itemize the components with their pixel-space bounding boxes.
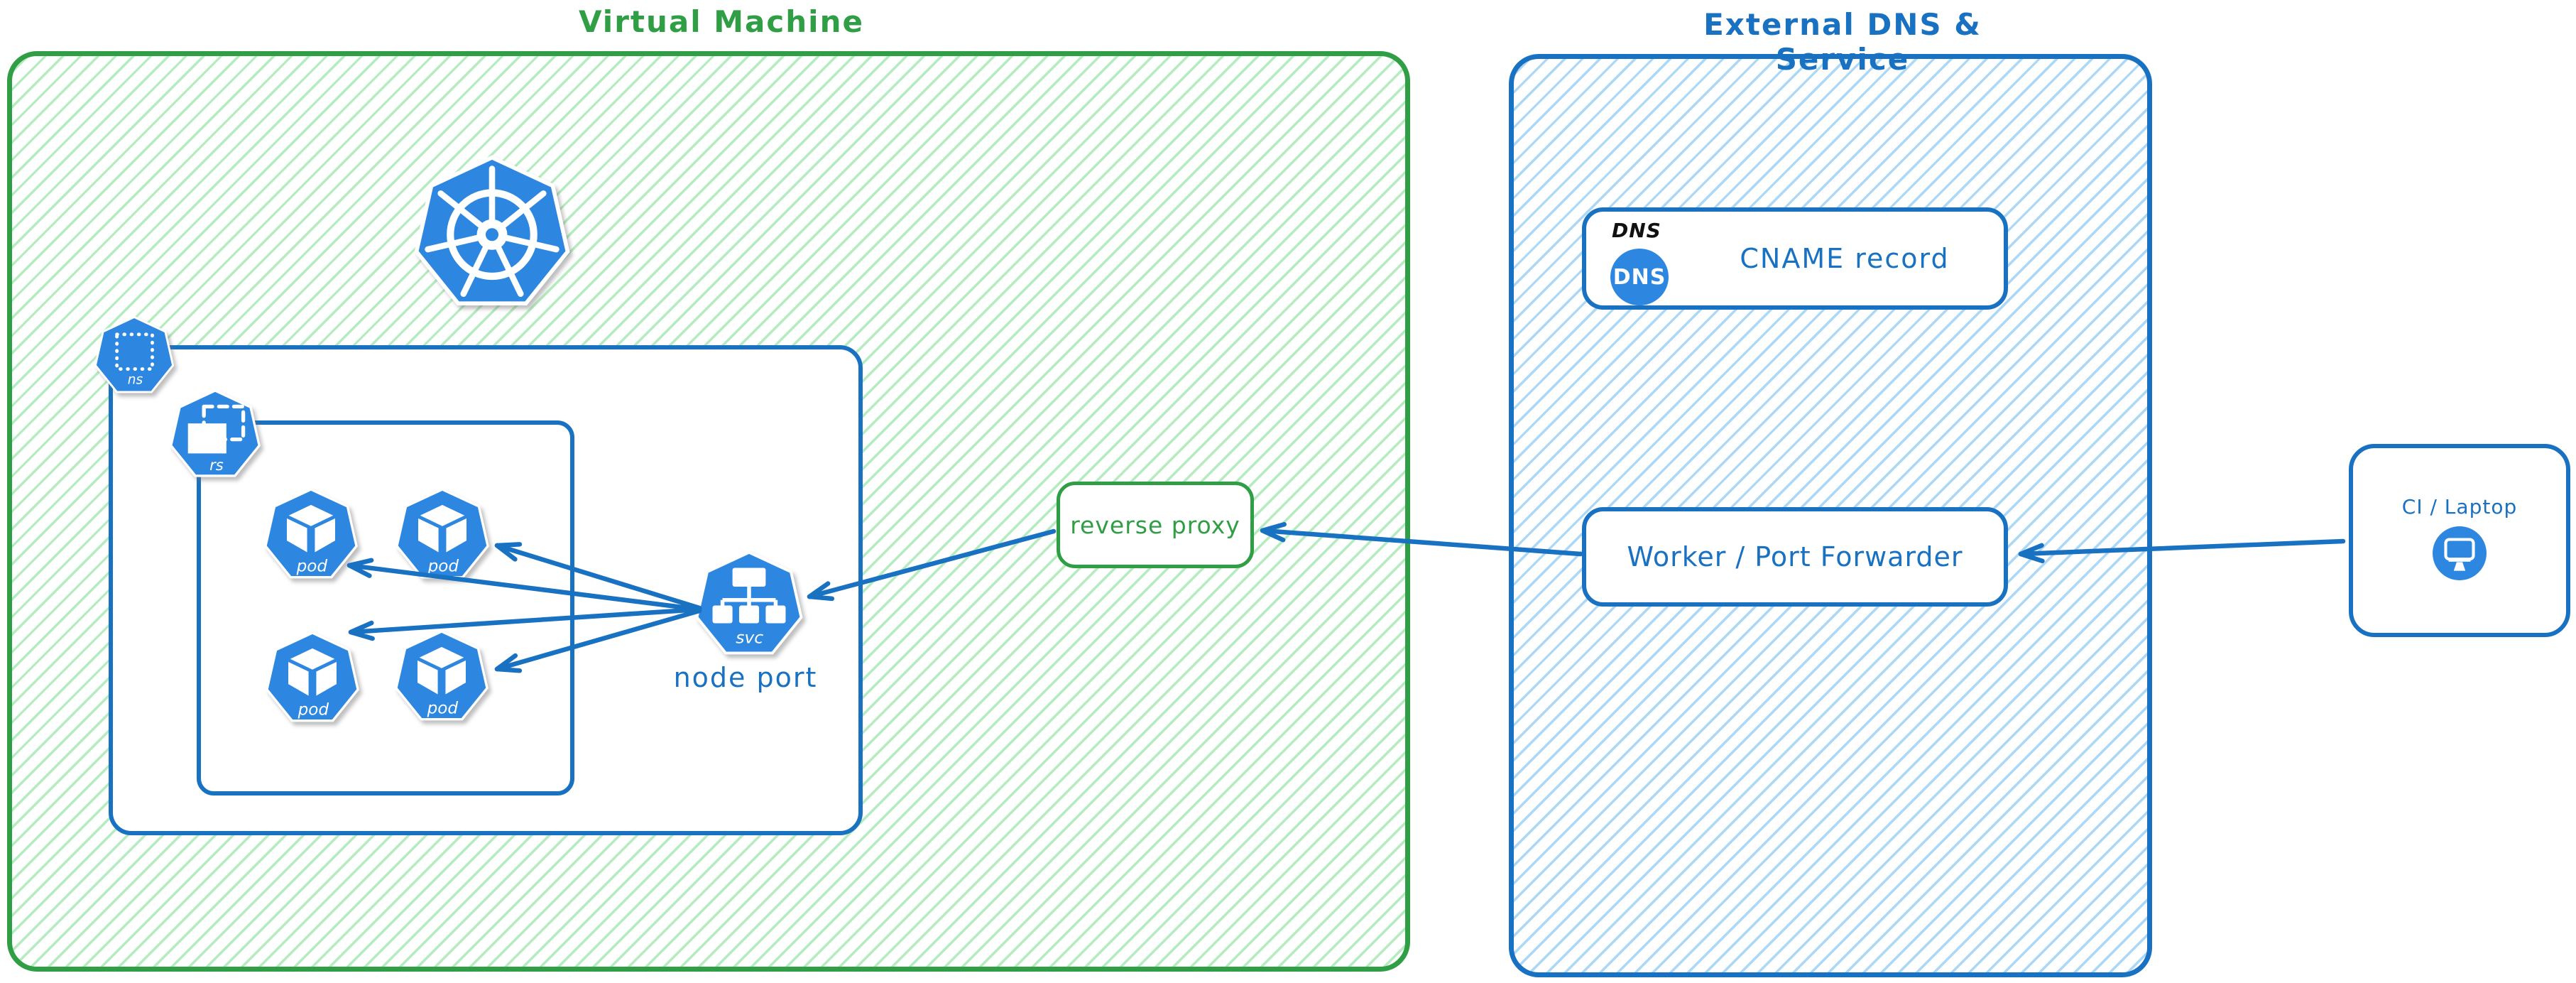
virtual-machine-title: Virtual Machine bbox=[579, 4, 864, 39]
external-dns-title: External DNS & Service bbox=[1703, 7, 1982, 77]
dns-corner-label: DNS bbox=[1612, 219, 1661, 242]
ci-laptop-label: CI / Laptop bbox=[2401, 495, 2518, 518]
namespace-icon-label: ns bbox=[128, 372, 143, 387]
pod-icon: pod bbox=[263, 487, 359, 583]
replicaset-icon: rs bbox=[168, 388, 262, 482]
cname-record-label: CNAME record bbox=[1740, 243, 1950, 274]
pod-icon-label: pod bbox=[427, 558, 459, 576]
ci-laptop-node: CI / Laptop bbox=[2349, 444, 2570, 637]
pod-icon: pod bbox=[393, 629, 490, 725]
pod-icon-label: pod bbox=[296, 558, 328, 576]
service-icon: svc bbox=[694, 549, 804, 660]
reverse-proxy-node: reverse proxy bbox=[1057, 482, 1254, 568]
replicaset-icon-label: rs bbox=[209, 456, 224, 474]
dns-icon: DNS bbox=[1610, 249, 1669, 305]
pod-icon: pod bbox=[394, 487, 491, 583]
node-port-label: node port bbox=[673, 662, 818, 693]
pod-icon-label: pod bbox=[298, 701, 329, 719]
namespace-icon: ns bbox=[93, 315, 175, 397]
pod-icon-label: pod bbox=[427, 700, 459, 718]
pod-icon: pod bbox=[264, 630, 361, 727]
service-icon-label: svc bbox=[736, 628, 763, 648]
worker-label: Worker / Port Forwarder bbox=[1627, 541, 1963, 572]
kubernetes-icon bbox=[412, 153, 572, 313]
dns-record-card: DNS DNS CNAME record bbox=[1582, 207, 2008, 310]
monitor-icon bbox=[2432, 526, 2487, 586]
worker-port-forwarder-node: Worker / Port Forwarder bbox=[1582, 507, 2008, 607]
reverse-proxy-label: reverse proxy bbox=[1070, 511, 1240, 539]
